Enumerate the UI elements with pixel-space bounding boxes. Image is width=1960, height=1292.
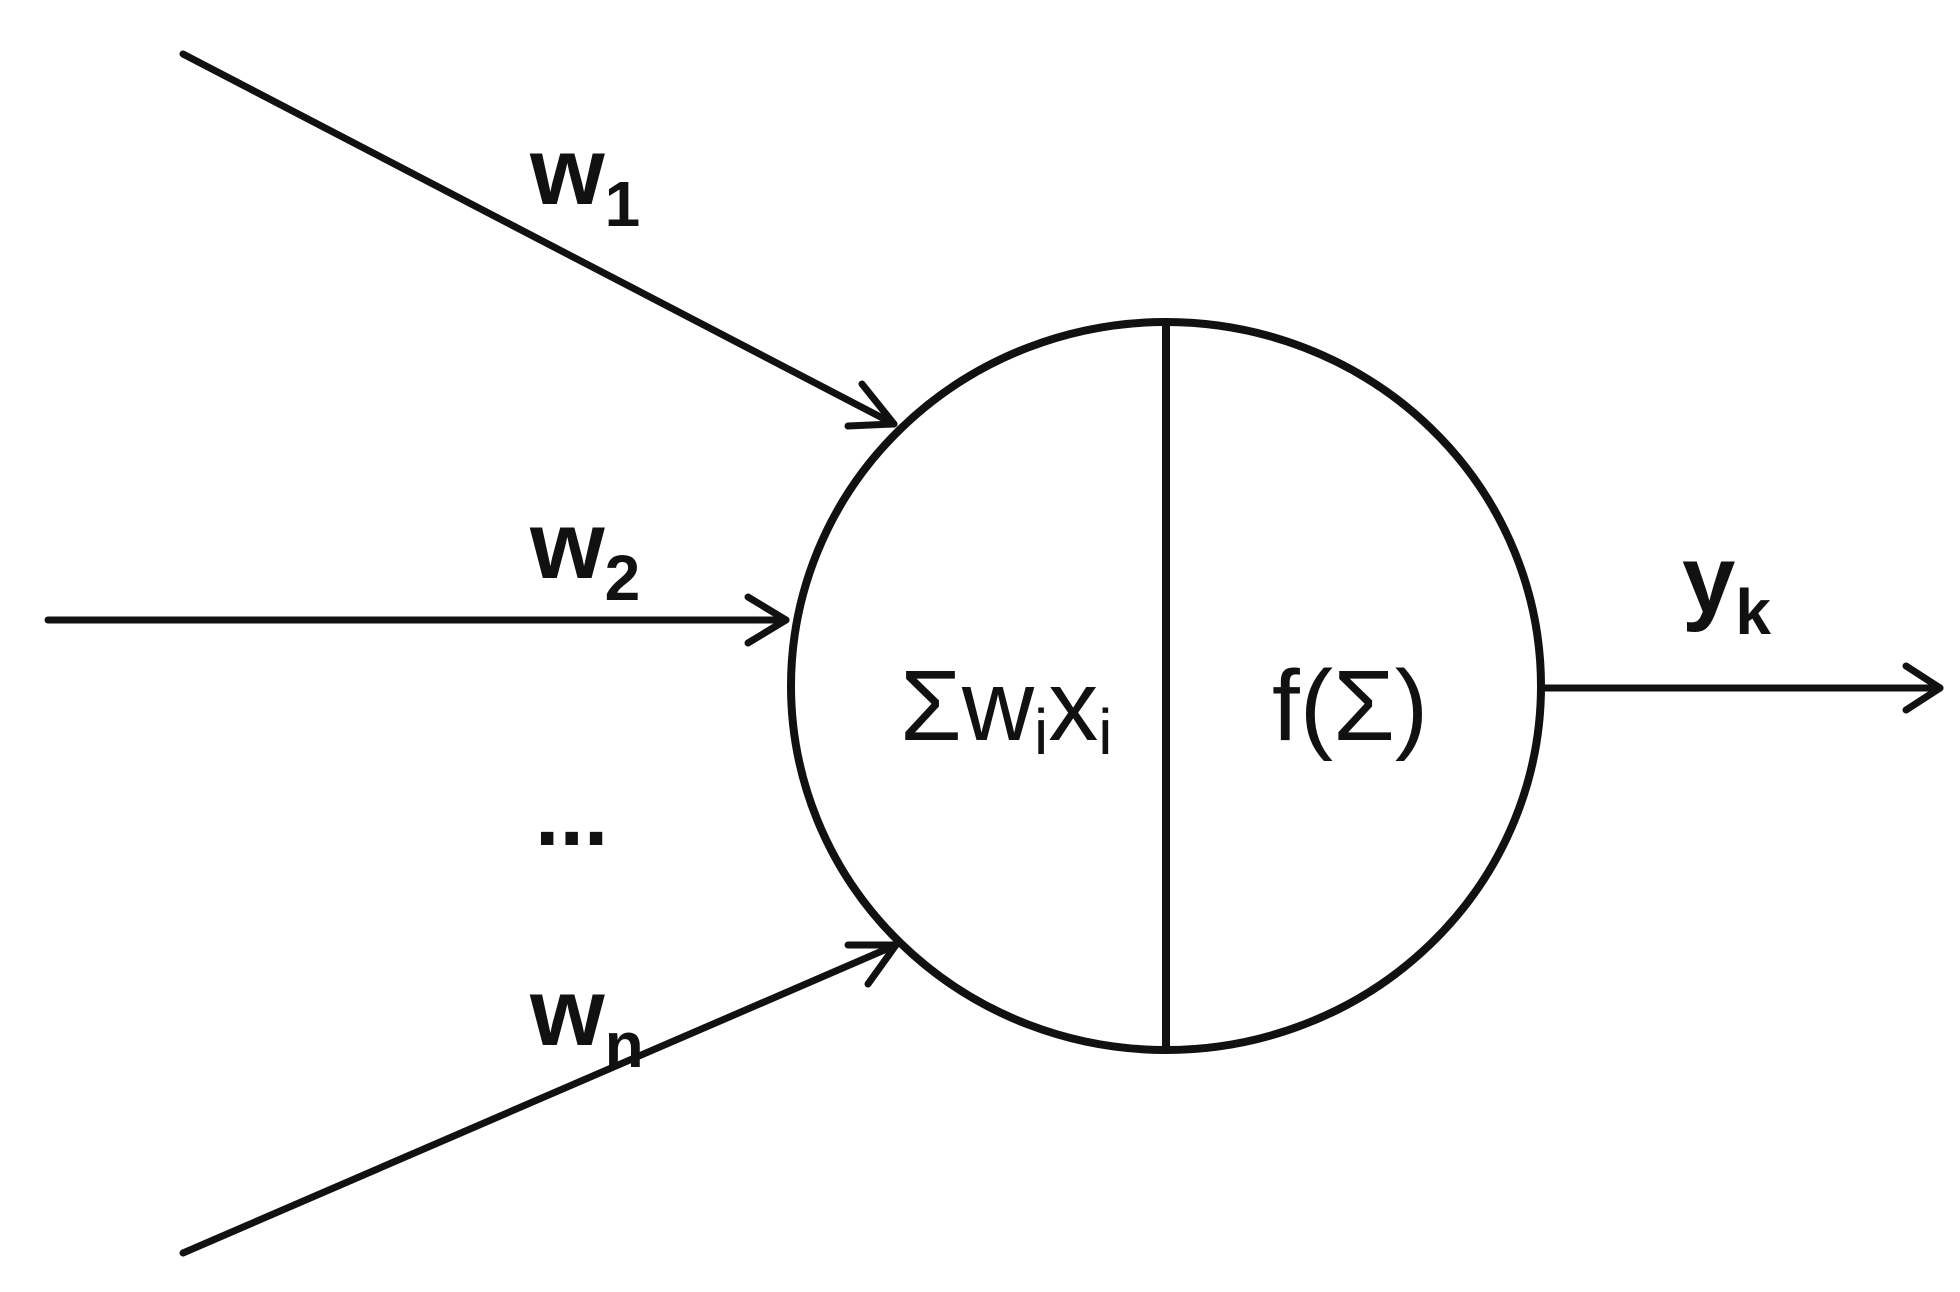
output-label: yk (1682, 526, 1771, 648)
sum-weight-subscript: i (1034, 696, 1048, 768)
activation-label: f(Σ) (1272, 650, 1428, 762)
weight-subscript-n: n (605, 1009, 644, 1081)
input-arrowhead-1 (844, 380, 898, 430)
weight-label-1: w1 (529, 118, 640, 240)
input-line-1 (179, 50, 898, 428)
weighted-sum-label: Σwixi (900, 650, 1112, 768)
sigma-symbol: Σ (900, 650, 962, 762)
output-letter: y (1682, 526, 1735, 633)
output-arrowhead (1902, 662, 1944, 714)
weight-subscript-2: 2 (605, 542, 641, 614)
input-arrowhead-2 (744, 593, 790, 647)
sum-weight-letter: w (961, 650, 1035, 762)
input-edge-1 (179, 50, 898, 430)
sum-input-subscript: i (1098, 696, 1112, 768)
input-line-n (179, 941, 900, 1257)
weight-label-n: wn (529, 959, 644, 1081)
input-edge-2 (44, 593, 790, 647)
weight-letter-n: w (529, 959, 605, 1066)
weight-subscript-1: 1 (605, 168, 641, 240)
input-edge-n (179, 941, 900, 1257)
weight-letter-1: w (529, 118, 605, 225)
input-arrowhead-n (844, 941, 900, 988)
inputs-ellipsis: ... (535, 765, 608, 864)
output-subscript: k (1735, 576, 1771, 648)
output-edge (1537, 662, 1944, 714)
sum-input-letter: x (1048, 650, 1098, 762)
weight-label-2: w2 (529, 492, 640, 614)
weight-letter-2: w (529, 492, 605, 599)
